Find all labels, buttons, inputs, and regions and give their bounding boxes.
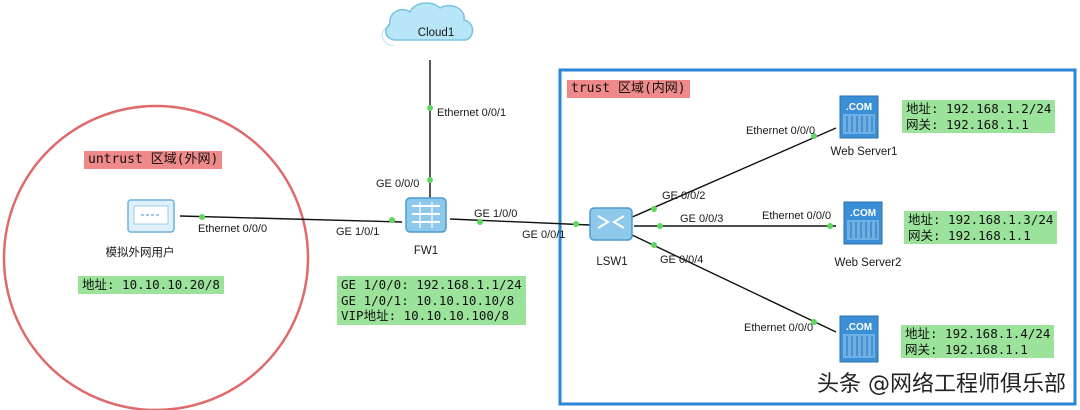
untrust-zone-label: untrust 区域(外网) [84,151,223,169]
port-label: Ethernet 0/0/0 [744,322,813,334]
port-label: GE 1/0/0 [474,208,517,220]
fw-label: FW1 [414,245,438,257]
port-label: Ethernet 0/0/0 [746,125,815,137]
port-label: GE 0/0/3 [680,213,723,225]
server-icon: .COM [839,95,879,139]
links [179,60,837,333]
server-badge: .COM [846,102,872,113]
ws2-info-box: 地址: 192.168.1.3/24 网关: 192.168.1.1 [904,211,1058,244]
fw-info-line: VIP地址: 10.10.10.100/8 [341,308,509,323]
server-icon: .COM [839,315,879,363]
pc-info-box: 地址: 10.10.10.20/8 [78,276,224,294]
port-dot [477,219,483,225]
ws1-info-box: 地址: 192.168.1.2/24 网关: 192.168.1.1 [902,100,1056,133]
ws1-address: 地址: 192.168.1.2/24 [906,101,1052,116]
port-label: Ethernet 0/0/0 [762,210,831,222]
port-dots [199,105,833,325]
link-pc-fw [179,215,403,223]
port-dot [811,319,817,325]
pc-icon [127,199,175,233]
port-label: GE 0/0/0 [376,178,419,190]
port-dot [827,223,833,229]
link-lsw-ws3 [629,233,837,333]
ws2-address: 地址: 192.168.1.3/24 [908,212,1054,227]
link-fw-lsw [449,218,591,226]
trust-zone-label: trust 区域(内网) [567,80,690,98]
port-dot [427,177,433,183]
trust-zone-box [558,68,1077,406]
untrust-zone-circle [2,104,310,410]
port-label: GE 1/0/1 [336,226,379,238]
cloud-label: Cloud1 [418,27,454,39]
port-dot [199,214,205,220]
ws2-gateway: 网关: 192.168.1.1 [908,227,1031,243]
port-label: Ethernet 0/0/1 [437,107,506,119]
watermark-text: 头条 @网络工程师俱乐部 [817,372,1066,397]
fw-info-line: GE 1/0/1: 10.10.10.10/8 [341,292,515,308]
server-badge: .COM [846,322,872,333]
port-dot [427,105,433,111]
port-dot [657,223,663,229]
ws3-gateway: 网关: 192.168.1.1 [905,341,1028,357]
ws2-label: Web Server2 [835,257,902,269]
port-dot [651,206,657,212]
port-dot [389,217,395,223]
port-dot [573,221,579,227]
port-label: GE 0/0/4 [660,254,703,266]
port-label: Ethernet 0/0/0 [198,223,267,235]
fw-info-box: GE 1/0/0: 192.168.1.1/24 GE 1/0/1: 10.10… [337,276,526,325]
link-lsw-ws1 [629,127,837,219]
port-dot [651,242,657,248]
ws1-label: Web Server1 [831,146,898,158]
pc-address: 地址: 10.10.10.20/8 [82,277,220,292]
port-label: GE 0/0/2 [662,190,705,202]
server-icon: .COM [843,201,883,245]
fw-info-line: GE 1/0/0: 192.168.1.1/24 [341,277,522,292]
ws1-gateway: 网关: 192.168.1.1 [906,116,1029,132]
lsw-label: LSW1 [596,256,627,268]
port-label: GE 0/0/1 [522,229,565,241]
switch-icon [589,207,633,241]
server-badge: .COM [850,208,876,219]
ws3-info-box: 地址: 192.168.1.4/24 网关: 192.168.1.1 [901,325,1055,358]
port-dot [811,133,817,139]
firewall-icon [405,197,447,233]
ws3-address: 地址: 192.168.1.4/24 [905,326,1051,341]
cloud-icon [381,2,474,47]
pc-label: 模拟外网用户 [106,245,175,259]
